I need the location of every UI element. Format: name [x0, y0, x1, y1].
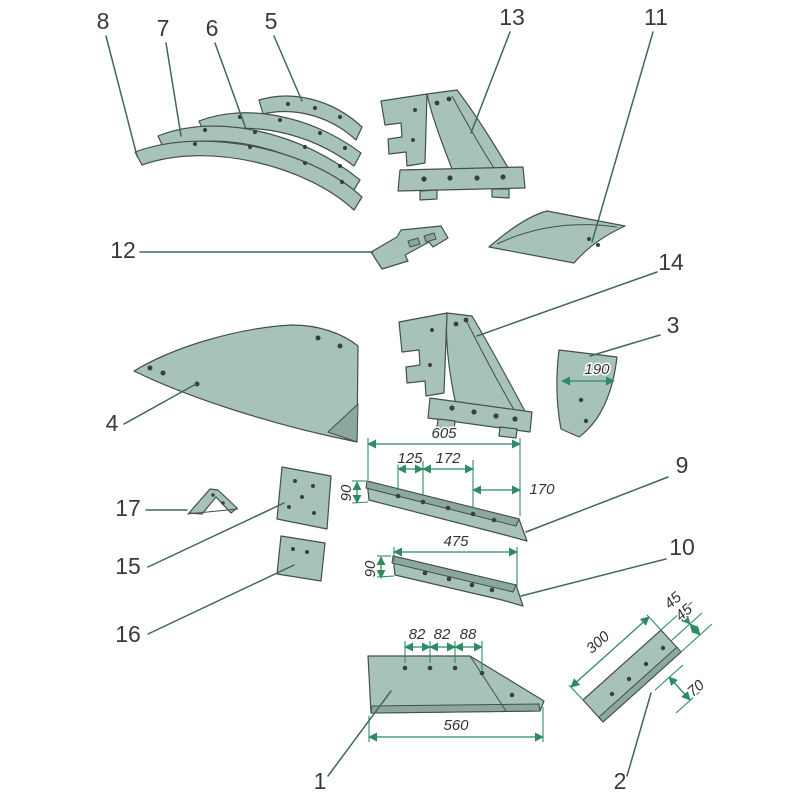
part-5-slat — [258, 95, 363, 141]
leader-line-2 — [626, 692, 652, 777]
part-11-holes — [587, 237, 600, 247]
leader-line-16 — [147, 564, 295, 635]
part-label-3: 3 — [667, 312, 680, 338]
leader-line-1 — [327, 690, 392, 777]
leader-line-15 — [147, 502, 285, 568]
part-15-plate — [276, 466, 332, 530]
part-label-9: 9 — [676, 452, 689, 478]
leader-line-10 — [520, 558, 667, 597]
leader-line-13 — [470, 31, 511, 134]
part-4-mouldboard — [133, 324, 359, 443]
dim-part1-spacing-3: 88 — [460, 626, 477, 643]
part-10-blade-bar — [391, 555, 524, 607]
part-label-4: 4 — [106, 410, 119, 436]
part-1-holes — [402, 665, 515, 698]
part-label-17: 17 — [115, 495, 141, 521]
part-label-14: 14 — [658, 249, 684, 275]
part-label-10: 10 — [669, 534, 695, 560]
part-label-16: 16 — [115, 621, 141, 647]
leader-line-4 — [123, 383, 197, 425]
dim-part9-hole-spacing-1: 125 — [397, 450, 423, 467]
part-9-holes — [395, 493, 497, 523]
dimension-part9: 605 125 172 170 90 — [337, 424, 557, 516]
dim-part9-height: 90 — [338, 484, 355, 501]
part-13-frog-assembly — [380, 89, 526, 201]
part-label-6: 6 — [206, 15, 219, 41]
part-15-holes — [287, 479, 316, 515]
leader-line-5 — [273, 35, 303, 102]
part-3-holes — [578, 397, 589, 424]
part-14-holes — [428, 317, 518, 422]
part-8-slat — [134, 140, 363, 211]
part-13-holes — [411, 96, 506, 182]
part-17-bracket — [186, 488, 239, 515]
part-16-plate — [276, 535, 326, 582]
part-1-share — [367, 655, 545, 714]
part-12-clamp — [370, 225, 449, 270]
dim-part9-end-offset: 170 — [529, 481, 555, 498]
part-4-holes — [147, 335, 343, 387]
part-9-blade-bar — [365, 480, 528, 542]
dimension-part1: 82 82 88 560 — [368, 625, 544, 742]
leader-lines — [105, 31, 669, 777]
dim-part9-hole-spacing-2: 172 — [435, 450, 461, 467]
part-8-holes — [192, 141, 345, 185]
part-label-5: 5 — [265, 8, 278, 34]
part-5-holes — [285, 101, 343, 120]
part-label-11: 11 — [644, 4, 668, 30]
leader-line-14 — [476, 271, 658, 337]
part-label-1: 1 — [314, 768, 327, 794]
leader-line-3 — [589, 334, 661, 357]
leader-line-9 — [525, 476, 669, 533]
leader-line-6 — [214, 42, 247, 130]
leader-line-11 — [591, 31, 654, 243]
leader-line-8 — [105, 35, 138, 157]
dim-part1-spacing-2: 82 — [434, 626, 451, 643]
part-label-8: 8 — [97, 8, 110, 34]
part-14-frog-assembly — [398, 312, 533, 439]
leader-line-7 — [165, 42, 182, 137]
part-number-labels: 8 7 6 5 13 11 12 4 14 3 9 10 17 15 16 1 … — [97, 4, 695, 794]
part-17-holes — [211, 493, 225, 505]
dim-part1-length: 560 — [443, 717, 469, 734]
part-label-15: 15 — [115, 553, 141, 579]
dimension-part3: 190 — [561, 360, 615, 386]
part-7-holes — [202, 127, 343, 169]
dimension-part10: 475 90 — [361, 532, 518, 588]
part-label-12: 12 — [110, 237, 136, 263]
dim-part3-top-width: 190 — [584, 361, 610, 378]
part-11-shin — [488, 210, 626, 264]
dim-part9-length: 605 — [431, 425, 457, 442]
dim-part10-length: 475 — [443, 533, 469, 550]
part-10-holes — [422, 570, 495, 593]
part-16-holes — [291, 547, 309, 554]
part-label-7: 7 — [157, 15, 170, 41]
dim-part1-spacing-1: 82 — [409, 626, 426, 643]
part-label-2: 2 — [614, 768, 627, 794]
part-label-13: 13 — [499, 4, 525, 30]
dim-part10-height: 90 — [362, 560, 379, 577]
